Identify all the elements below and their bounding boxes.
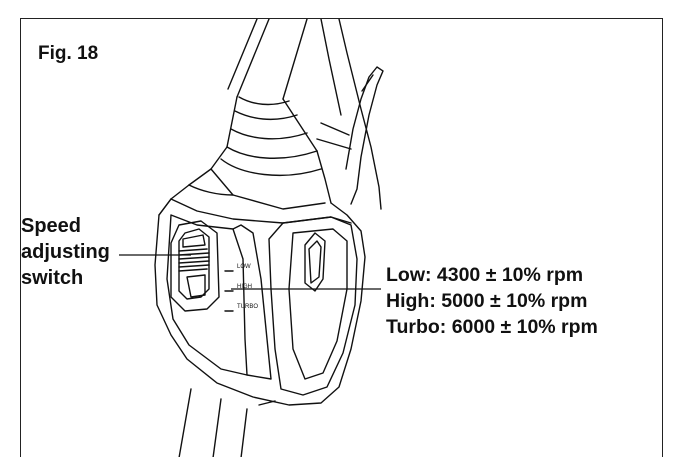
figure-title: Fig. 18 [38, 43, 99, 64]
shaft-upper-inner [227, 19, 258, 90]
trimmer-handle-drawing [119, 19, 384, 457]
speed-setting-low: Low: 4300 ± 10% rpm [386, 264, 584, 286]
shaft-lower [178, 388, 248, 457]
figure-panel: LOW HIGH TURBO Fig. 18 Speed adjusting s… [20, 18, 663, 457]
rear-grip [338, 19, 382, 210]
head-housing [154, 184, 366, 406]
neck-band-1 [238, 96, 290, 106]
trigger-lever [345, 66, 384, 205]
speed-setting-turbo: Turbo: 6000 ± 10% rpm [386, 316, 598, 338]
neck-band-2 [234, 110, 298, 120]
switch-housing [170, 220, 220, 312]
neck-band-3 [230, 128, 308, 140]
speed-settings-list: Low: 4300 ± 10% rpm High: 5000 ± 10% rpm… [386, 262, 598, 340]
shaft-upper [236, 19, 308, 100]
switch-ridges [178, 248, 210, 272]
switch-marking-high: HIGH [237, 284, 252, 290]
speed-setting-high: High: 5000 ± 10% rpm [386, 290, 588, 312]
switch-label-line-1: Speed [21, 215, 82, 237]
switch-label-line-3: switch [21, 267, 84, 289]
switch-label-line-2: adjusting [21, 241, 110, 263]
switch-marking-low: LOW [237, 264, 251, 270]
speed-switch-label: Speed adjusting switch [21, 213, 110, 291]
left-face [166, 214, 248, 376]
switch-marking-turbo: TURBO [237, 304, 258, 310]
neck-band-4 [226, 146, 318, 159]
side-button [304, 232, 326, 292]
